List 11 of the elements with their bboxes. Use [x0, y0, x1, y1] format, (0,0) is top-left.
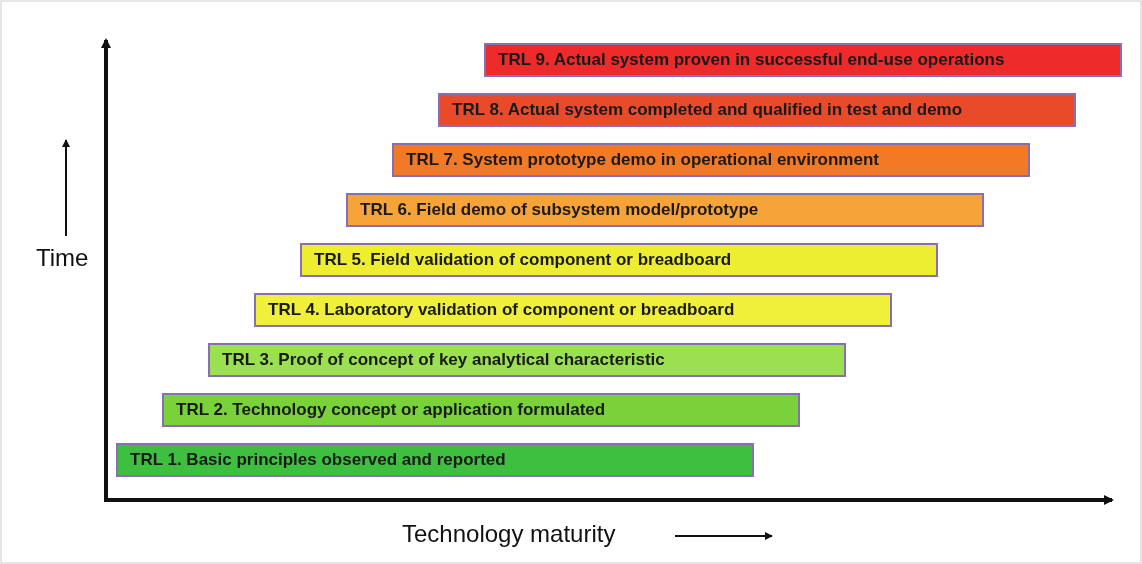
level-bar: TRL 4. Laboratory validation of component or breadboard — [254, 293, 892, 327]
level-bar: TRL 6. Field demo of subsystem model/prototype — [346, 193, 984, 227]
level-bar: TRL 5. Field validation of component or breadboard — [300, 243, 938, 277]
level-bar: TRL 9. Actual system proven in successful end-use operations — [484, 43, 1122, 77]
level-bar: TRL 8. Actual system completed and qualified in test and demo — [438, 93, 1076, 127]
level-bar: TRL 1. Basic principles observed and reported — [116, 443, 754, 477]
level-bar: TRL 7. System prototype demo in operational environment — [392, 143, 1030, 177]
axis-label: Technology maturity — [402, 520, 616, 548]
level-bar: TRL 2. Technology concept or application formulated — [162, 393, 800, 427]
axis-label: Time — [36, 244, 89, 272]
level-bar: TRL 3. Proof of concept of key analytical characteristic — [208, 343, 846, 377]
